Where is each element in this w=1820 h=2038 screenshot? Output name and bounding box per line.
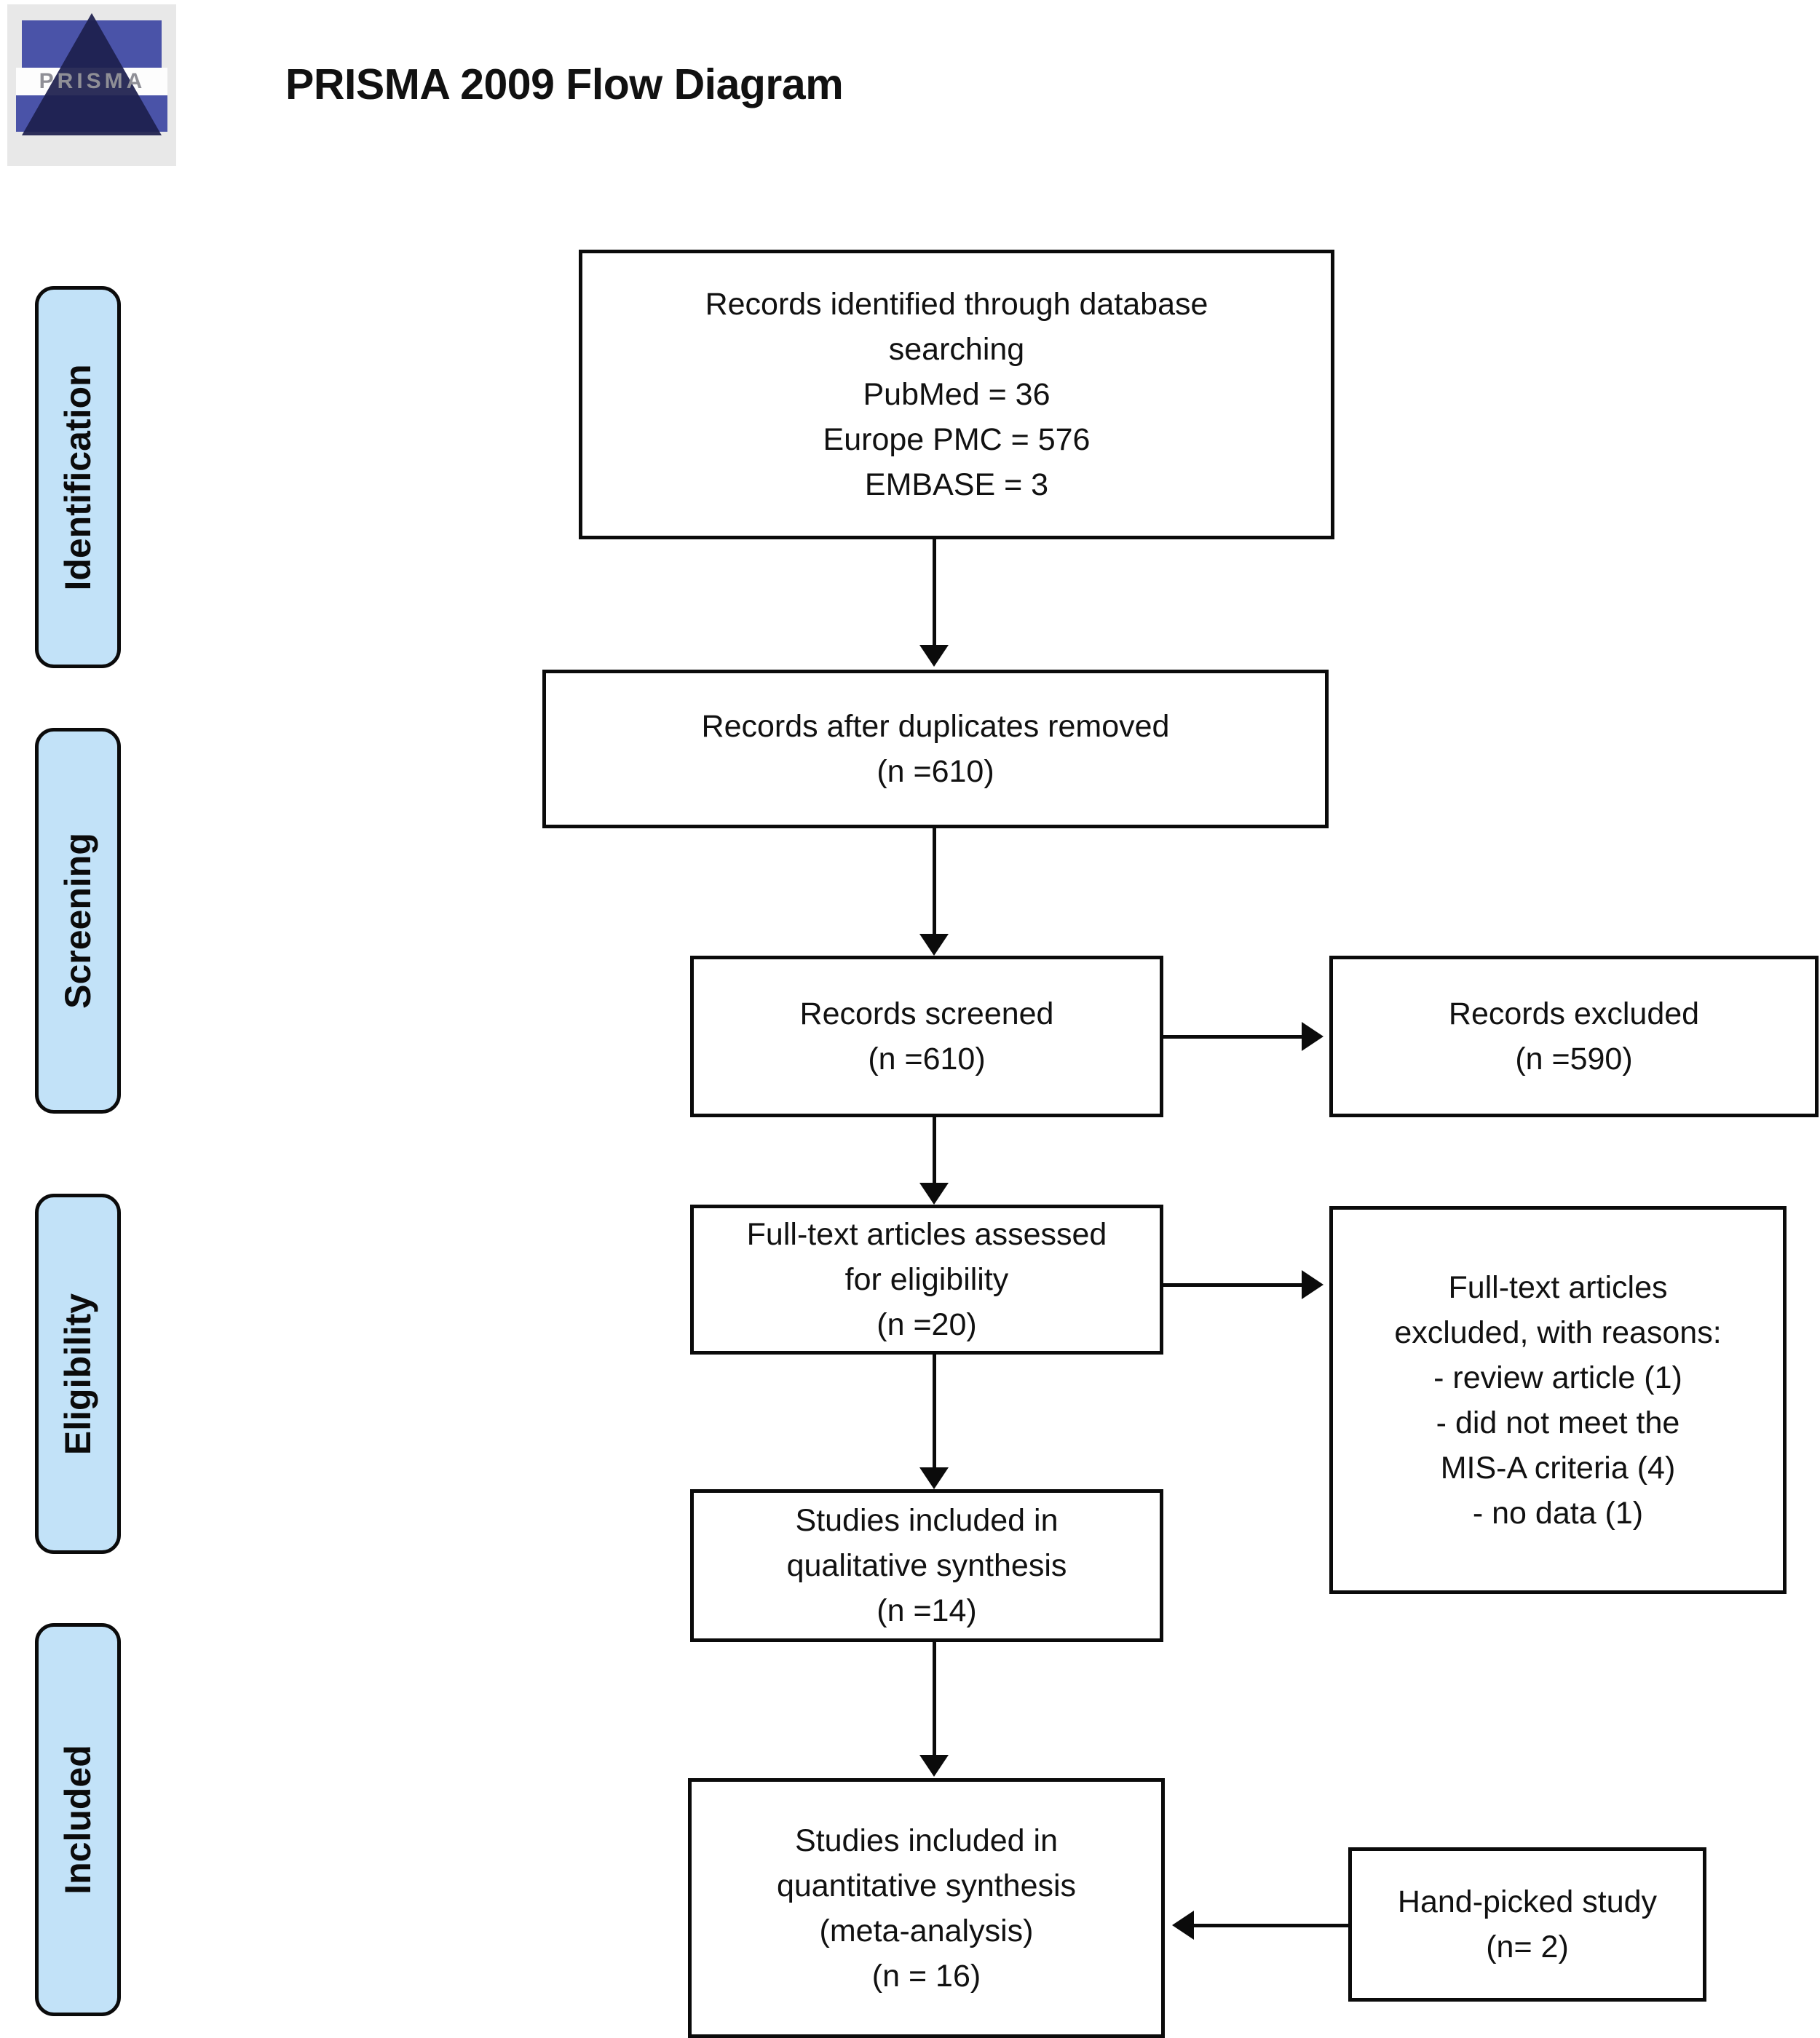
connector-screened-to-fulltext — [933, 1117, 936, 1183]
box-studies-quantitative: Studies included in quantitative synthes… — [688, 1778, 1165, 2038]
box-hand-picked-study-text: Hand-picked study (n= 2) — [1397, 1884, 1658, 1964]
stage-tab-identification-label: Identification — [58, 363, 98, 591]
arrowhead-screened-to-excluded — [1302, 1022, 1324, 1051]
connector-identified-to-duplicates — [933, 539, 936, 645]
connector-screened-to-excluded — [1163, 1035, 1302, 1039]
connector-duplicates-to-screened — [933, 828, 936, 934]
arrowhead-handpicked-to-quantitative — [1172, 1911, 1194, 1940]
page-title: PRISMA 2009 Flow Diagram — [285, 60, 844, 108]
connector-fulltext-to-excluded-reasons — [1163, 1283, 1302, 1287]
stage-tab-eligibility-label: Eligibility — [58, 1293, 98, 1455]
stage-tab-identification: Identification — [35, 286, 121, 668]
box-records-screened: Records screened (n =610) — [690, 956, 1163, 1117]
logo-triangle-icon — [22, 13, 162, 135]
box-full-text-excluded-reasons-text: Full-text articles excluded, with reason… — [1394, 1269, 1722, 1531]
box-studies-quantitative-text: Studies included in quantitative synthes… — [776, 1823, 1077, 1994]
stage-tab-included: Included — [35, 1623, 121, 2016]
box-studies-qualitative-text: Studies included in qualitative synthesi… — [786, 1503, 1067, 1628]
arrowhead-duplicates-to-screened — [919, 934, 949, 956]
box-records-after-duplicates-text: Records after duplicates removed (n =610… — [701, 709, 1170, 789]
connector-qualitative-to-quantitative — [933, 1642, 936, 1755]
box-records-identified-text: Records identified through database sear… — [705, 287, 1208, 502]
box-studies-qualitative: Studies included in qualitative synthesi… — [690, 1489, 1163, 1642]
stage-tab-screening: Screening — [35, 728, 121, 1114]
arrowhead-fulltext-to-excluded-reasons — [1302, 1270, 1324, 1299]
stage-tab-included-label: Included — [58, 1745, 98, 1895]
box-hand-picked-study: Hand-picked study (n= 2) — [1348, 1847, 1706, 2002]
connector-handpicked-to-quantitative — [1194, 1924, 1348, 1927]
box-full-text-assessed: Full-text articles assessed for eligibil… — [690, 1205, 1163, 1355]
box-records-excluded-text: Records excluded (n =590) — [1448, 996, 1700, 1077]
arrowhead-qualitative-to-quantitative — [919, 1755, 949, 1777]
box-full-text-assessed-text: Full-text articles assessed for eligibil… — [746, 1217, 1107, 1342]
box-records-excluded: Records excluded (n =590) — [1329, 956, 1819, 1117]
box-records-identified: Records identified through database sear… — [579, 250, 1334, 539]
box-full-text-excluded-reasons: Full-text articles excluded, with reason… — [1329, 1206, 1787, 1594]
arrowhead-identified-to-duplicates — [919, 645, 949, 667]
stage-tab-screening-label: Screening — [58, 833, 98, 1009]
arrowhead-screened-to-fulltext — [919, 1183, 949, 1205]
arrowhead-fulltext-to-qualitative — [919, 1467, 949, 1489]
stage-tab-eligibility: Eligibility — [35, 1194, 121, 1554]
box-records-after-duplicates: Records after duplicates removed (n =610… — [542, 670, 1329, 828]
prisma-logo: PRISMA — [7, 4, 176, 166]
connector-fulltext-to-qualitative — [933, 1355, 936, 1467]
box-records-screened-text: Records screened (n =610) — [799, 996, 1054, 1077]
logo-wordmark: PRISMA — [39, 69, 146, 93]
